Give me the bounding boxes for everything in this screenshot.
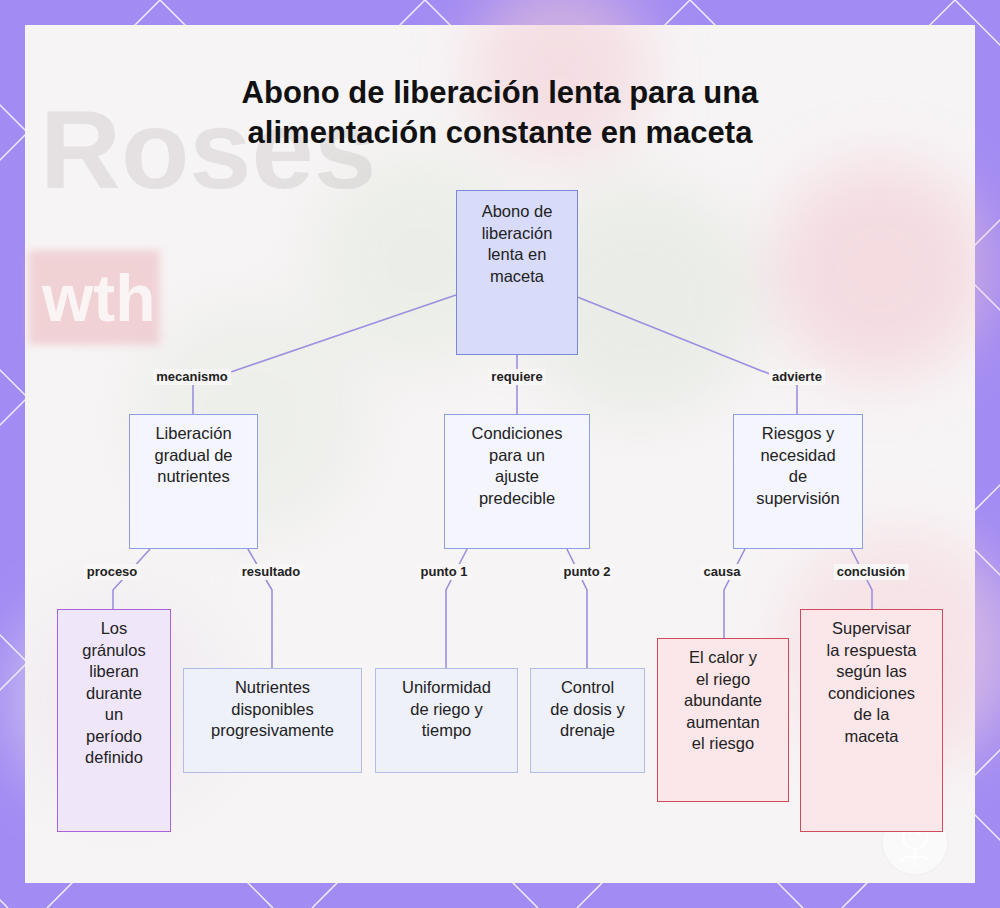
node-text: Liberación gradual de nutrientes [152,423,236,488]
edge-label: conclusión [834,564,909,580]
node-text: Uniformidad de riego y tiempo [396,677,498,742]
node-text: Supervisar la respuesta según las condic… [826,618,918,747]
edge-label: advierte [769,369,825,385]
detail-box: Nutrientes disponibles progresivamente [183,668,362,773]
node-text: Control de dosis y drenaje [550,677,626,742]
edge-label: requiere [488,369,545,385]
warning-box: Supervisar la respuesta según las condic… [800,609,943,832]
watermark-text: wth [42,262,156,335]
edge-label: resultado [239,564,304,580]
node-text: Condiciones para un ajuste predecible [466,423,568,509]
photo-label-patch [28,250,160,345]
connector-line [724,549,745,638]
root-concept-box: Abono de liberación lenta en maceta [456,190,578,355]
concept-box: Condiciones para un ajuste predecible [444,414,590,549]
process-box: Los gránulos liberan durante un período … [57,609,171,832]
edge-label: causa [701,564,744,580]
warning-box: El calor y el riego abundante aumentan e… [657,638,789,802]
detail-box: Control de dosis y drenaje [530,668,645,773]
node-text: Riesgos y necesidad de supervisión [752,423,844,509]
edge-label: proceso [84,564,141,580]
inner-panel [25,25,975,883]
node-text: Abono de liberación lenta en maceta [474,201,560,287]
diagram-title: Abono de liberación lenta para una alime… [150,73,850,153]
node-text: Los gránulos liberan durante un período … [75,618,153,769]
detail-box: Uniformidad de riego y tiempo [375,668,518,773]
edge-label: punto 1 [418,564,471,580]
edge-label: punto 2 [561,564,614,580]
concept-box: Riesgos y necesidad de supervisión [733,414,863,549]
concept-box: Liberación gradual de nutrientes [129,414,258,549]
edge-label: mecanismo [153,369,231,385]
connector-line [578,297,797,414]
connector-line [193,295,456,414]
node-text: El calor y el riego abundante aumentan e… [682,647,764,755]
node-text: Nutrientes disponibles progresivamente [203,677,343,742]
